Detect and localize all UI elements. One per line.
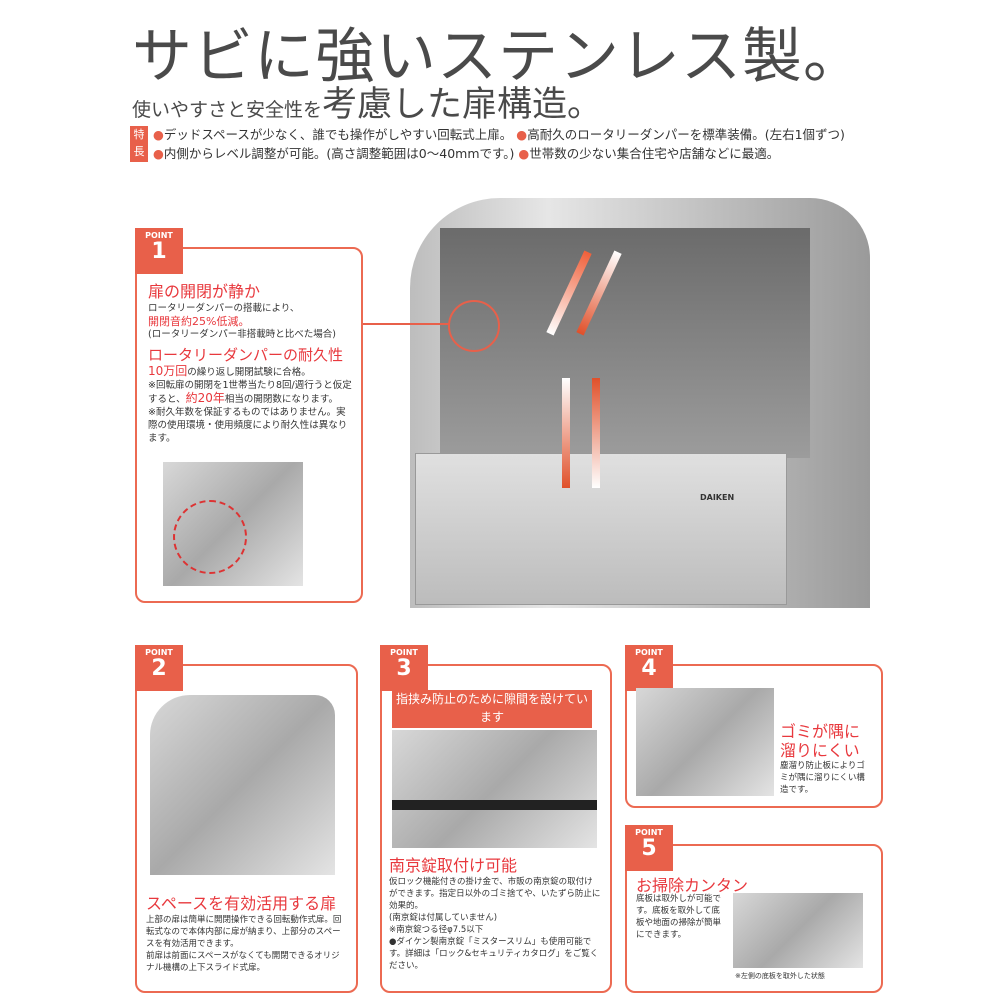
text: ※耐久年数を保証するものではありません。実際の使用環境・使用頻度により耐久性は異… — [148, 407, 348, 444]
features-tag: 特長 — [130, 126, 148, 162]
text: 仮ロック機能付きの掛け金で、市販の南京錠の取付けができます。指定日以外のゴミ捨て… — [389, 877, 601, 911]
page-title: サビに強いステンレス製。 — [132, 22, 864, 92]
subtitle-small: 使いやすさと安全性を — [132, 99, 323, 121]
text: (南京錠は付属していません) — [389, 913, 498, 923]
point-4-heading: ゴミが隅に溜りにくい — [780, 722, 861, 760]
point-3-heading: 南京錠取付け可能 — [389, 856, 518, 875]
floor-photo — [733, 893, 863, 968]
point-1-heading: 扉の開閉が静か — [148, 282, 261, 301]
arrow-icon — [562, 378, 570, 488]
text: ロータリーダンパーの搭載により、 — [148, 303, 300, 314]
feature-item: デッドスペースが少なく、誰でも操作がしやすい回転式上扉。 — [163, 127, 513, 142]
callout-line — [360, 323, 450, 325]
point-4-text: ゴミが隅に溜りにくい 塵溜り防止板によりゴミが隅に溜りにくい構造です。 — [780, 722, 872, 796]
text: 前扉は前面にスペースがなくても開閉できるオリジナル機構の上下スライド式扉。 — [146, 951, 340, 973]
subtitle: 使いやすさと安全性を考慮した扉構造。 — [132, 76, 602, 127]
point-1-heading2: ロータリーダンパーの耐久性 — [148, 346, 344, 364]
text: ●ダイケン製南京錠「ミスタースリム」も使用可能です。詳細は「ロック&セキュリティ… — [389, 937, 599, 971]
caption: ※左側の底板を取外した状態 — [735, 972, 825, 980]
text: の繰り返し開閉試験に合格。 — [187, 367, 311, 378]
feature-item: 世帯数の少ない集合住宅や店舗などに最適。 — [529, 146, 780, 161]
damper-photo — [163, 462, 303, 586]
arrow-icon — [592, 378, 600, 488]
text: 上部の扉は簡単に開閉操作できる回転動作式扉。回転式なので本体内部に扉が納まり、上… — [146, 915, 342, 949]
point-2-text: スペースを有効活用する扉 上部の扉は簡単に開閉操作できる回転動作式扉。回転式なの… — [146, 890, 348, 974]
point-2-heading: スペースを有効活用する扉 — [146, 894, 337, 913]
point-5-heading: お掃除カンタン — [636, 876, 749, 895]
text: ※南京錠つる径φ7.5以下 — [389, 925, 484, 935]
text: 塵溜り防止板によりゴミが隅に溜りにくい構造です。 — [780, 761, 865, 795]
text: 相当の開閉数になります。 — [224, 394, 338, 405]
point-1-text: 扉の開閉が静か ロータリーダンパーの搭載により、 開閉音約25%低減。 (ロータ… — [148, 278, 353, 445]
brand-label: DAIKEN — [700, 493, 735, 502]
text: 開閉音約25%低減。 — [148, 315, 250, 328]
text: 10万回 — [148, 364, 188, 378]
callout-banner: 指挟み防止のために隙間を設けています — [392, 690, 592, 728]
corner-photo — [636, 688, 774, 796]
feature-item: 高耐久のロータリーダンパーを標準装備。(左右1個ずつ) — [527, 127, 845, 142]
text: 約20年 — [185, 391, 225, 405]
feature-item: 内側からレベル調整が可能。(高さ調整範囲は0〜40mmです。) — [163, 146, 515, 161]
subtitle-large: 考慮した扉構造。 — [322, 85, 603, 125]
product-image: DAIKEN — [400, 188, 880, 638]
product-photo — [150, 695, 335, 875]
features-list: ●デッドスペースが少なく、誰でも操作がしやすい回転式上扉。 ●高耐久のロータリー… — [153, 127, 845, 161]
text: (ロータリーダンパー非搭載時と比べた場合) — [148, 329, 336, 340]
point-3-text: 南京錠取付け可能 仮ロック機能付きの掛け金で、市販の南京錠の取付けができます。指… — [389, 852, 601, 972]
text: 底板は取外しが可能です。底板を取外して底板や地面の掃除が簡単にできます。 — [636, 894, 722, 940]
text: ※回転扉の開閉を1世帯当たり8回/週行うと仮定すると、 — [148, 380, 352, 405]
latch-photo — [392, 730, 597, 848]
